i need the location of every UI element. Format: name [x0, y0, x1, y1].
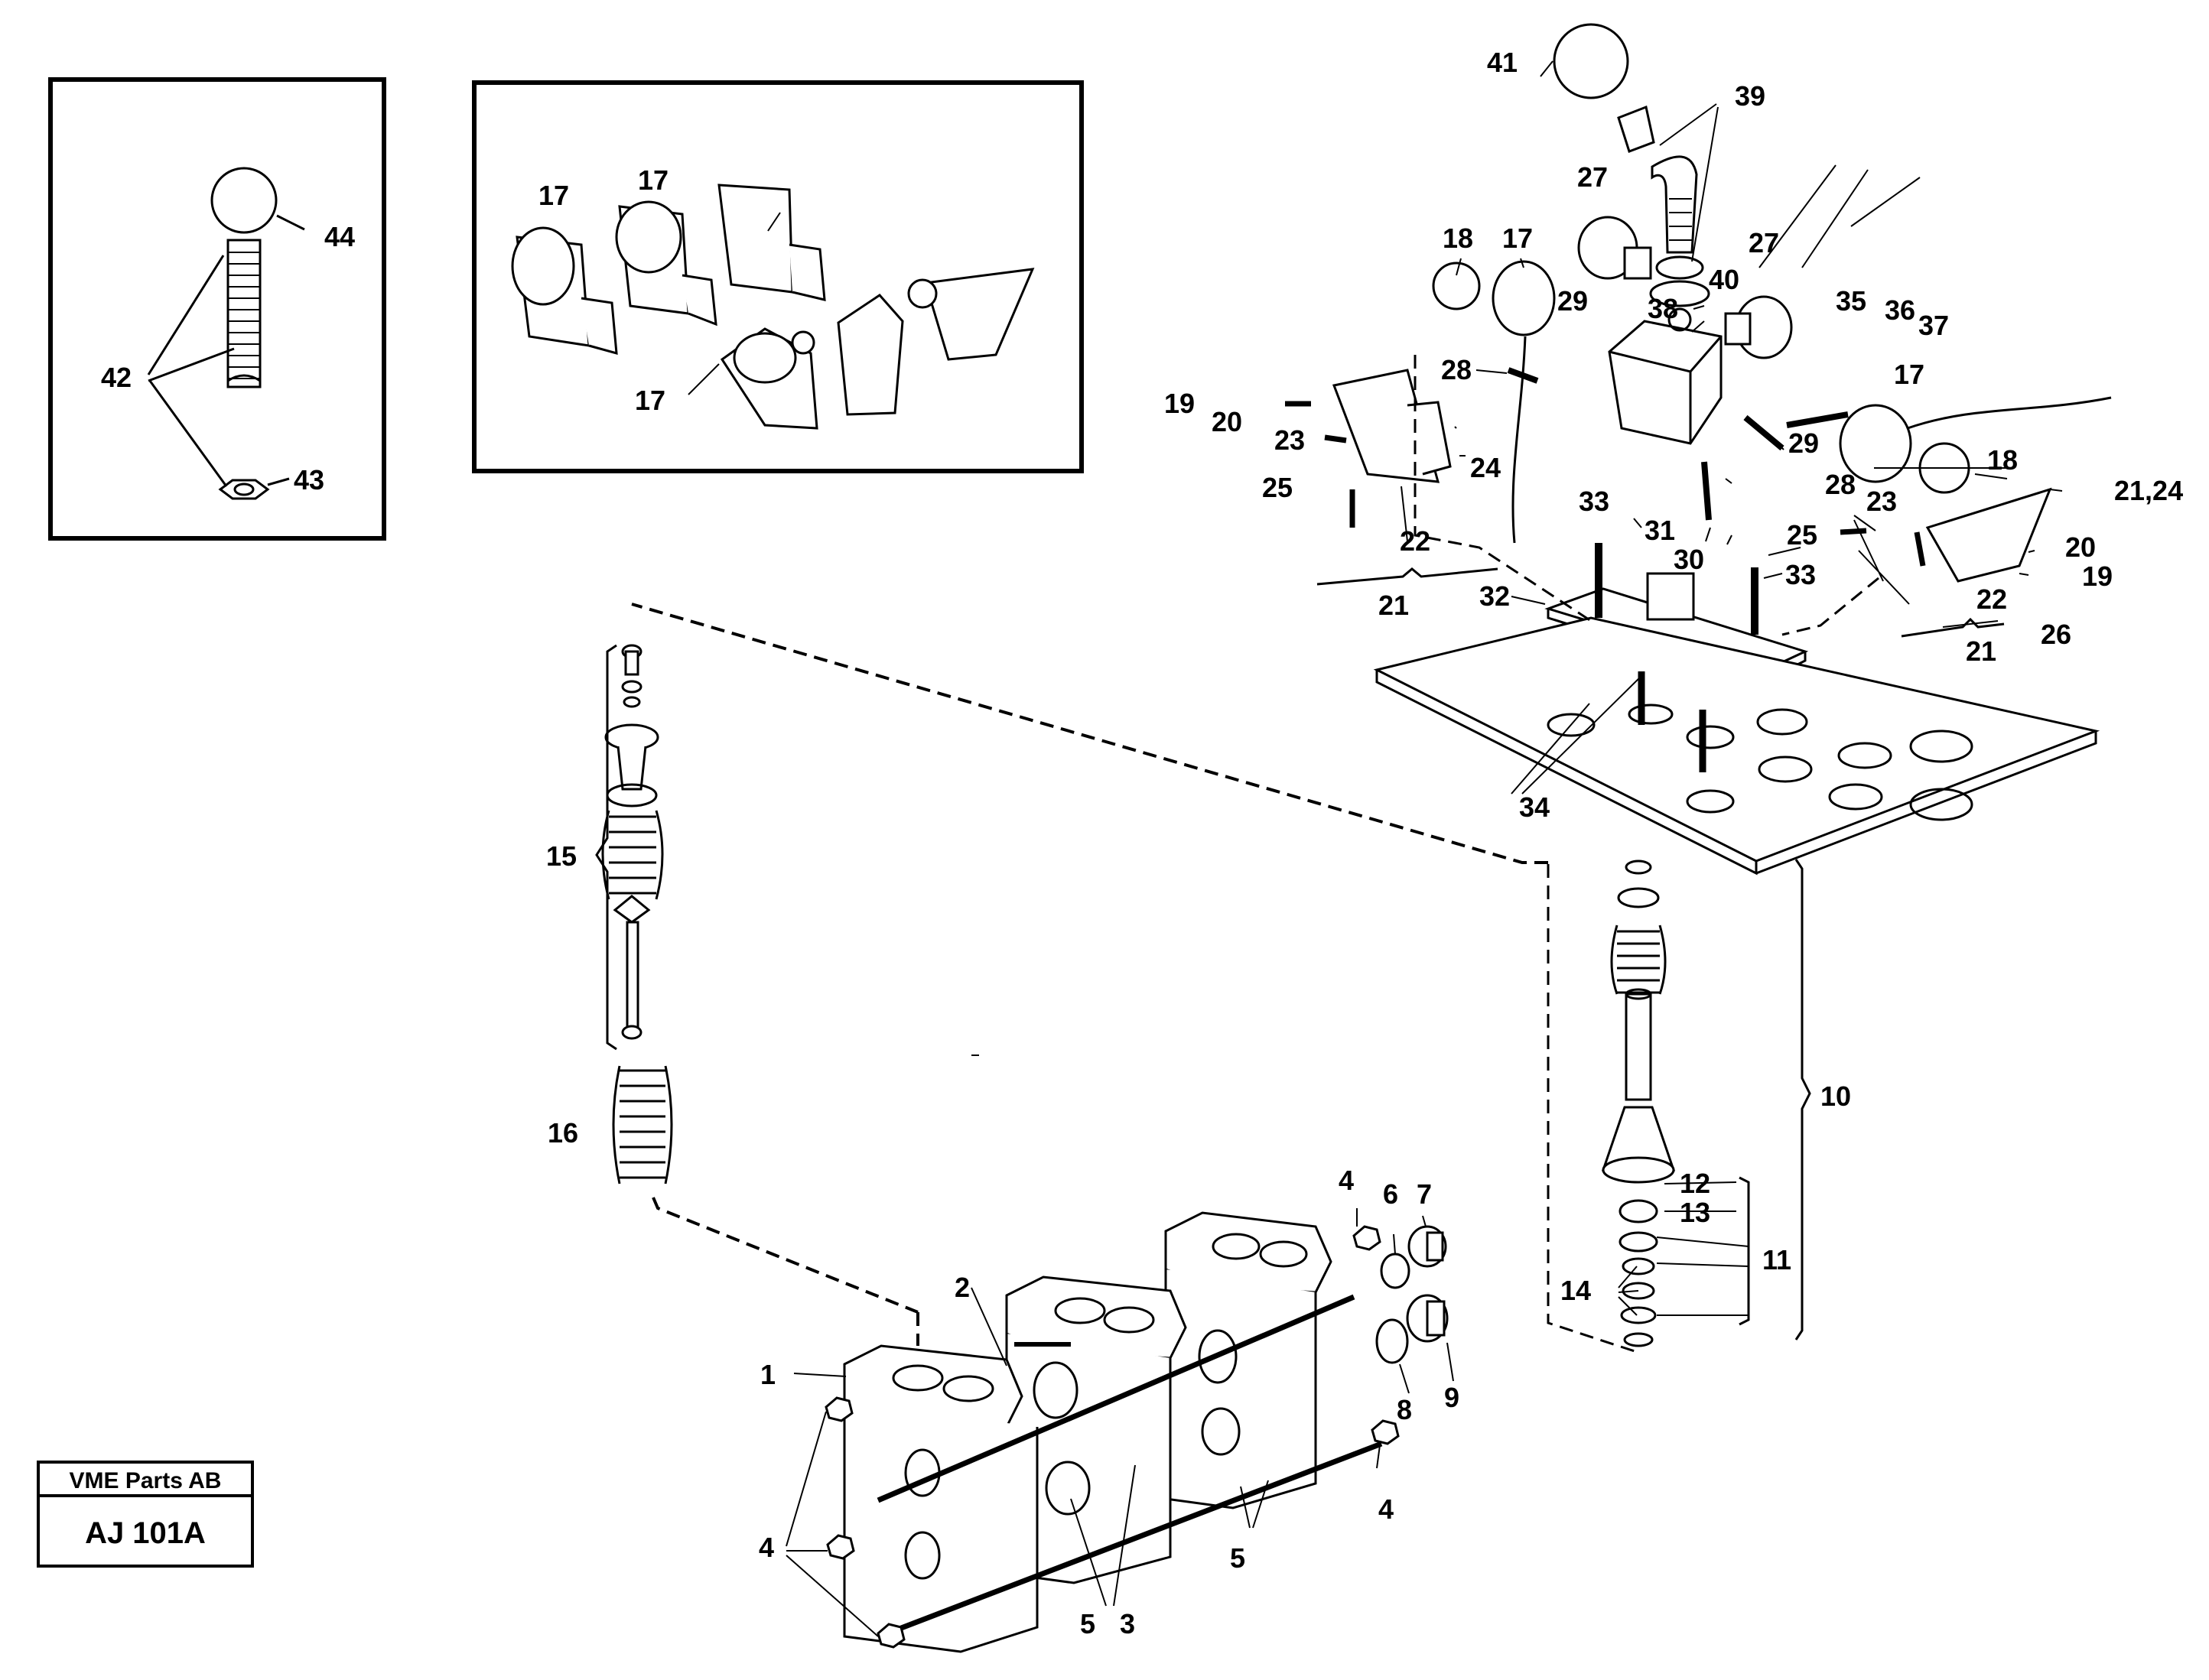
callout-44: 44	[324, 221, 355, 252]
callout-39: 39	[1735, 80, 1765, 112]
callout-5-right: 5	[1230, 1542, 1245, 1574]
callout-33-left: 33	[1579, 486, 1609, 517]
callout-20-left: 20	[1212, 406, 1242, 437]
control-valve-upper-assembly	[1285, 23, 2112, 876]
callout-labels: 1 2 3 4 4 4 5 5 6 7 8 9 10 11 12 13 14 1…	[101, 47, 2183, 1639]
callout-1: 1	[760, 1359, 776, 1390]
callout-22-left: 22	[1400, 525, 1430, 557]
callout-23-left: 23	[1274, 424, 1305, 456]
callout-21-left: 21	[1378, 590, 1409, 621]
valve-cartridge-assembly	[631, 603, 1811, 1353]
callout-4-left: 4	[759, 1532, 774, 1563]
callout-19-right: 19	[2082, 561, 2113, 592]
inset-stop-brackets	[472, 80, 1084, 473]
callout-28-left: 28	[1441, 354, 1472, 385]
callout-13: 13	[1680, 1197, 1710, 1228]
callout-35: 35	[1836, 285, 1866, 317]
callout-34: 34	[1519, 791, 1550, 823]
callout-38: 38	[1648, 293, 1678, 324]
caption-code: AJ 101A	[85, 1516, 206, 1550]
callout-27-right: 27	[1749, 227, 1779, 258]
valve-body-sections	[825, 1211, 1449, 1653]
callout-24: 24	[1470, 452, 1501, 483]
callout-25-right: 25	[1787, 519, 1817, 551]
callout-18-left: 18	[1443, 223, 1473, 254]
callout-29-top: 29	[1557, 285, 1588, 317]
callout-43: 43	[294, 464, 324, 496]
callout-37: 37	[1918, 310, 1949, 341]
caption-box: VME Parts AB AJ 101A	[37, 1461, 254, 1568]
callout-17-inset-c: 17	[635, 385, 665, 416]
callout-17-inset-a: 17	[538, 180, 569, 211]
callout-20-right: 20	[2065, 531, 2096, 563]
callout-33-right: 33	[1785, 559, 1816, 590]
callout-10: 10	[1820, 1080, 1851, 1112]
callout-5-left: 5	[1080, 1608, 1095, 1639]
callout-27-left: 27	[1577, 161, 1608, 193]
callout-19-left: 19	[1164, 388, 1195, 419]
callout-4-top: 4	[1339, 1165, 1354, 1196]
callout-12: 12	[1680, 1168, 1710, 1199]
callout-11: 11	[1762, 1244, 1791, 1275]
callout-25-left: 25	[1262, 472, 1293, 503]
callout-40: 40	[1709, 264, 1739, 295]
caption-company: VME Parts AB	[70, 1468, 222, 1493]
callout-leaders	[688, 60, 2063, 1637]
callout-7: 7	[1417, 1178, 1432, 1210]
callout-14: 14	[1560, 1275, 1591, 1306]
callout-31: 31	[1645, 515, 1675, 546]
callout-22-right: 22	[1976, 583, 2007, 615]
callout-23-right: 23	[1866, 486, 1897, 517]
callout-21-right: 21	[1966, 635, 1996, 667]
inset-lever-knob	[48, 77, 386, 541]
callout-41: 41	[1487, 47, 1518, 78]
callout-3: 3	[1120, 1608, 1135, 1639]
callout-15: 15	[546, 840, 577, 872]
callout-32: 32	[1479, 580, 1510, 612]
callout-18-right: 18	[1987, 444, 2018, 476]
callout-29-right: 29	[1788, 427, 1819, 459]
callout-36: 36	[1885, 294, 1915, 326]
callout-21-24: 21,24	[2114, 475, 2183, 506]
callout-17-inset-b: 17	[638, 164, 669, 196]
callout-30: 30	[1674, 544, 1704, 575]
callout-4-right: 4	[1378, 1493, 1394, 1525]
callout-28-right: 28	[1825, 469, 1856, 500]
callout-17-right: 17	[1894, 359, 1924, 390]
callout-6: 6	[1383, 1178, 1398, 1210]
callout-17-left: 17	[1502, 223, 1533, 254]
spring-stack-assembly	[595, 644, 919, 1314]
callout-9: 9	[1444, 1382, 1459, 1413]
callout-16: 16	[548, 1117, 578, 1149]
callout-2: 2	[955, 1272, 970, 1303]
callout-8: 8	[1397, 1394, 1412, 1425]
callout-42: 42	[101, 362, 132, 393]
callout-26: 26	[2041, 619, 2071, 650]
